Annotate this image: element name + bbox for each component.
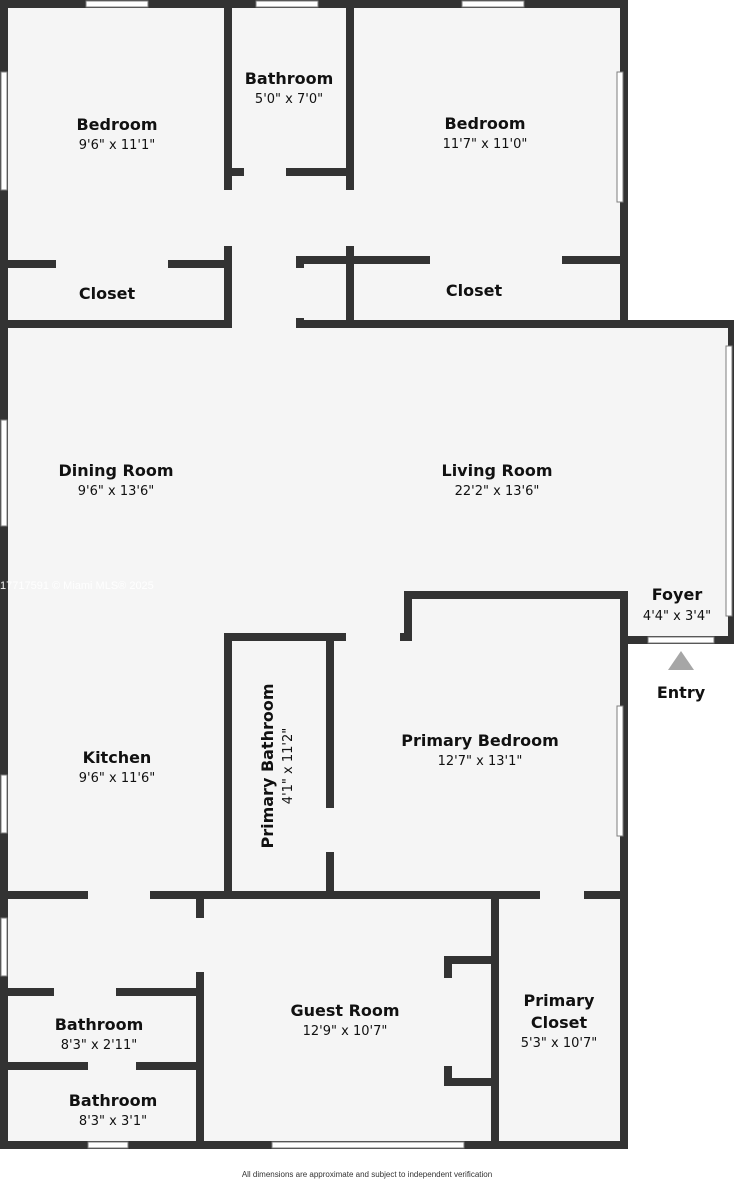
primary-bathroom-name: Primary Bathroom	[258, 683, 277, 848]
bathroom-bottom-dims: 8'3" x 3'1"	[79, 1114, 147, 1129]
primary-closet-name-line2: Closet	[531, 1013, 588, 1032]
primary-closet-dims: 5'3" x 10'7"	[521, 1036, 597, 1051]
foyer-dims: 4'4" x 3'4"	[643, 609, 711, 624]
primary-bathroom-dims: 4'1" x 11'2"	[281, 728, 296, 804]
living-room-dims: 22'2" x 13'6"	[455, 484, 540, 499]
bathroom-top-dims: 5'0" x 7'0"	[255, 92, 323, 107]
primary-bedroom-name: Primary Bedroom	[401, 731, 559, 750]
closet-left-name: Closet	[79, 284, 136, 303]
bedroom-left-dims: 9'6" x 11'1"	[79, 138, 155, 153]
bathroom-top-name: Bathroom	[245, 69, 334, 88]
guest-room-dims: 12'9" x 10'7"	[303, 1024, 388, 1039]
dining-room-dims: 9'6" x 13'6"	[78, 484, 154, 499]
mls-watermark: 17717591 © Miami MLS® 2025	[0, 580, 154, 592]
bedroom-left-name: Bedroom	[76, 115, 157, 134]
entry-label: Entry	[657, 683, 706, 702]
windows	[0, 0, 733, 1149]
kitchen-dims: 9'6" x 11'6"	[79, 771, 155, 786]
living-room-name: Living Room	[442, 461, 553, 480]
guest-room-name: Guest Room	[290, 1001, 399, 1020]
kitchen-name: Kitchen	[83, 748, 152, 767]
primary-closet-name-line1: Primary	[524, 991, 595, 1010]
primary-bathroom-label: Primary Bathroom 4'1" x 11'2"	[258, 683, 296, 848]
bedroom-right-name: Bedroom	[444, 114, 525, 133]
bathroom-mid-name: Bathroom	[55, 1015, 144, 1034]
bathroom-bottom-name: Bathroom	[69, 1091, 158, 1110]
primary-bedroom-dims: 12'7" x 13'1"	[438, 754, 523, 769]
door-openings	[54, 167, 584, 1071]
bedroom-right-dims: 11'7" x 11'0"	[443, 137, 528, 152]
bathroom-mid-dims: 8'3" x 2'11"	[61, 1038, 137, 1053]
room-fills	[4, 4, 732, 1145]
entry-arrow-icon	[668, 651, 694, 670]
dimensions-disclaimer: All dimensions are approximate and subje…	[242, 1170, 492, 1179]
foyer-name: Foyer	[652, 585, 703, 604]
dining-room-name: Dining Room	[58, 461, 173, 480]
closet-right-name: Closet	[446, 281, 503, 300]
